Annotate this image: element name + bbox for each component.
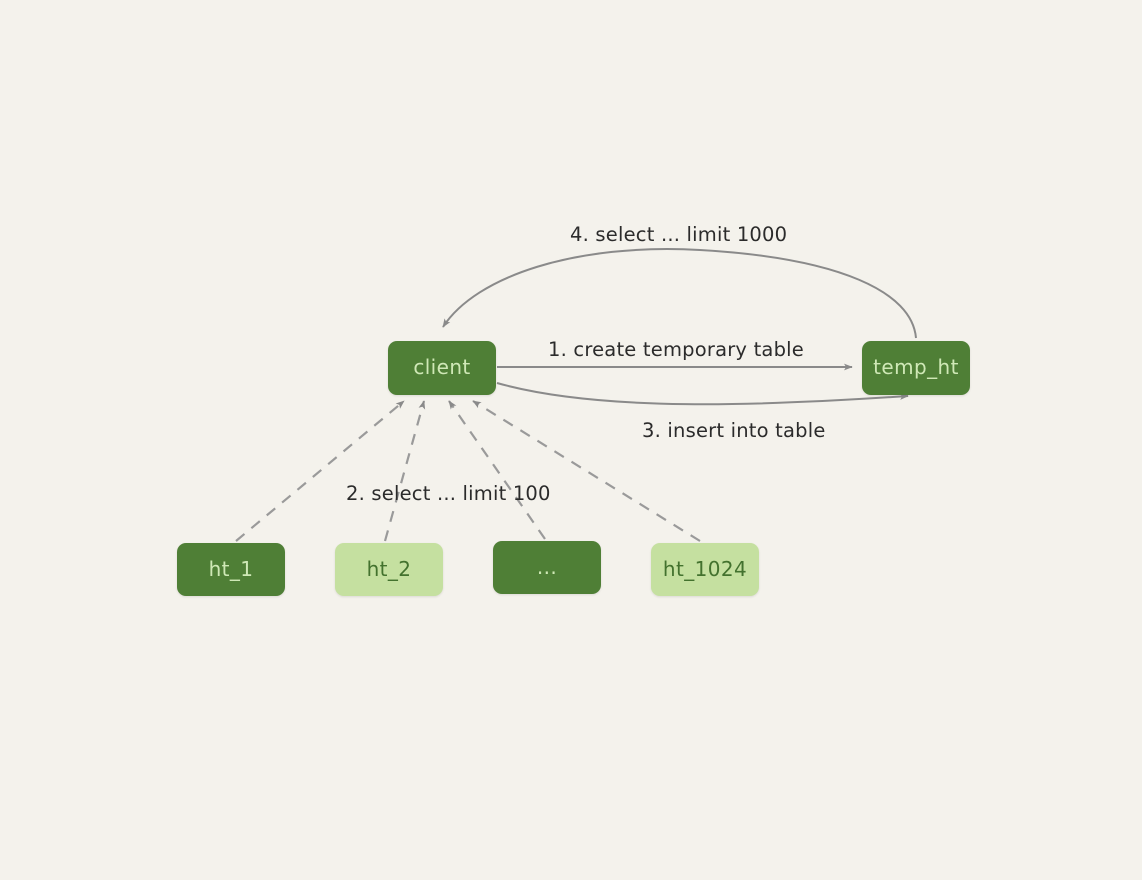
node-client-label: client — [413, 355, 471, 379]
node-ht-ellipsis-label: ... — [536, 554, 558, 579]
edge-label-step-2: 2. select ... limit 100 — [346, 482, 551, 505]
node-ht-2[interactable]: ht_2 — [335, 543, 443, 596]
node-temp-ht[interactable]: temp_ht — [862, 341, 970, 395]
node-temp-ht-label: temp_ht — [873, 355, 959, 379]
node-ht-1024[interactable]: ht_1024 — [651, 543, 759, 596]
edge-label-step-4: 4. select ... limit 1000 — [570, 223, 788, 246]
node-ht-ellipsis[interactable]: ... — [493, 541, 601, 594]
node-ht-1024-label: ht_1024 — [662, 556, 748, 581]
node-client[interactable]: client — [388, 341, 496, 395]
edge-insert-into-table — [496, 382, 909, 406]
edge-label-step-1: 1. create temporary table — [548, 338, 804, 361]
edge-select-limit-100-c — [448, 400, 546, 540]
edge-select-limit-100-d — [472, 400, 701, 542]
edge-label-step-3: 3. insert into table — [642, 419, 826, 442]
edge-select-limit-100 — [235, 400, 405, 542]
node-ht-1[interactable]: ht_1 — [177, 543, 285, 596]
edge-select-limit-100-b — [383, 400, 426, 542]
node-ht-2-label: ht_2 — [366, 556, 412, 581]
node-ht-1-label: ht_1 — [208, 556, 254, 581]
edge-select-limit-1000 — [442, 248, 917, 339]
